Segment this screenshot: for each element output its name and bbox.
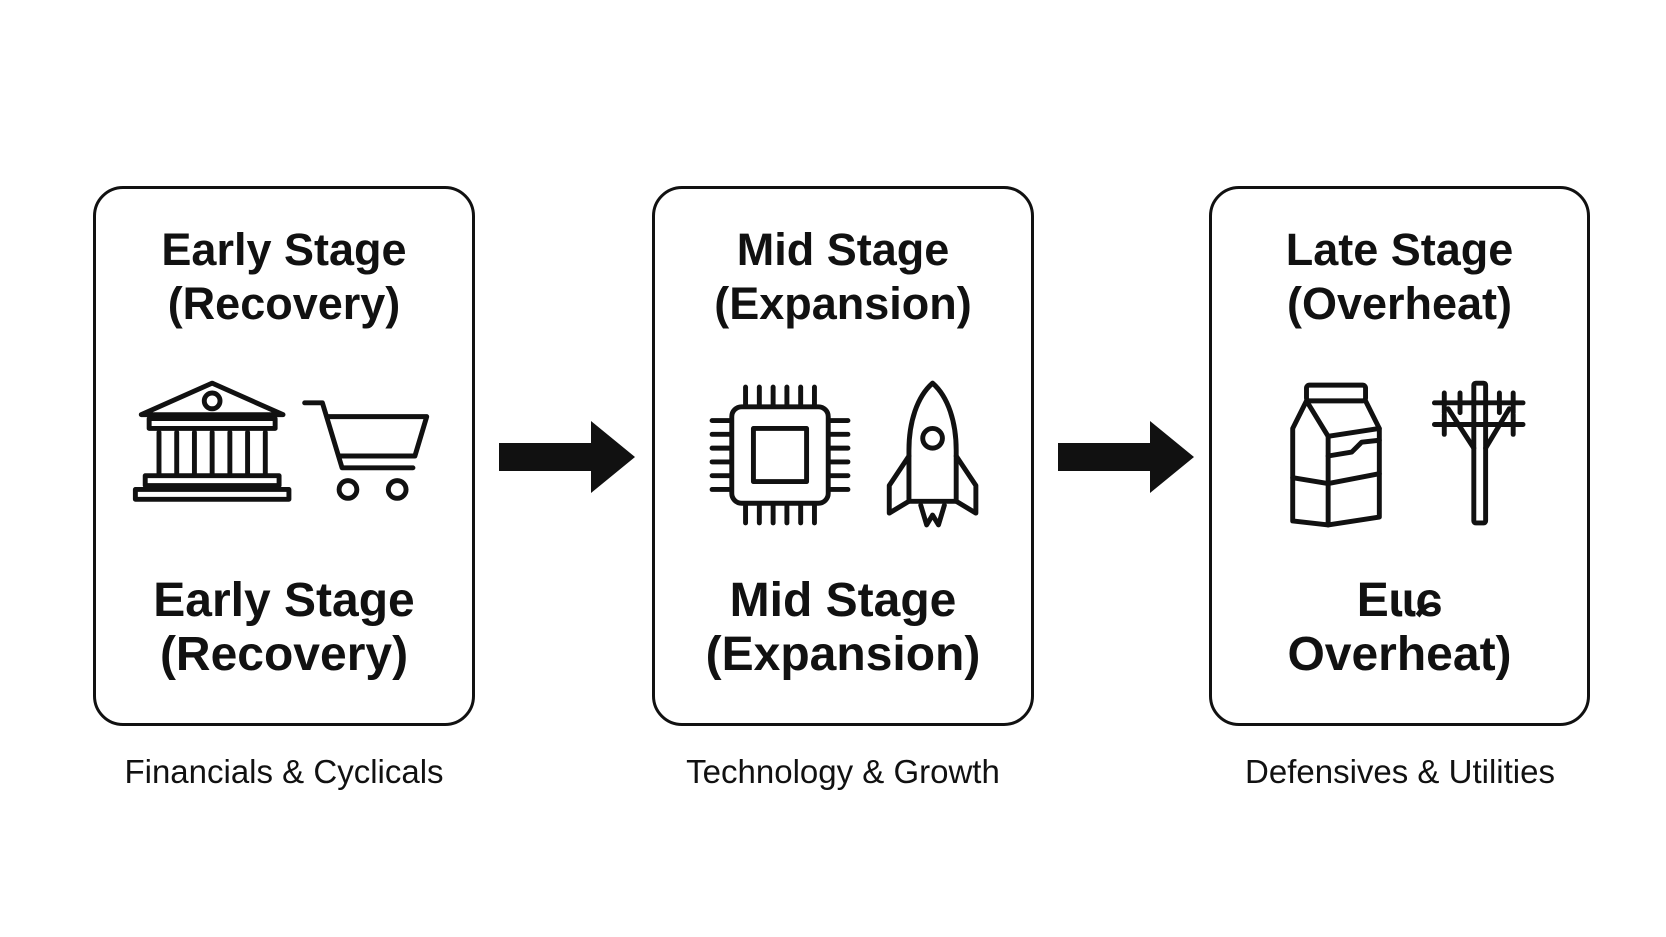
stage-icons-mid <box>709 380 979 528</box>
stage-title-early-line1: Early Stage <box>161 224 407 275</box>
stage-label-early-line2: (Recovery) <box>159 628 409 681</box>
stage-title-early-line2: (Recovery) <box>167 278 401 329</box>
stage-title-late-line2: (Overheat) <box>1286 278 1513 329</box>
stage-title-mid-line2: (Expansion) <box>714 278 972 329</box>
rocket-icon <box>886 380 979 528</box>
stage-label-early: Early Stage (Recovery) <box>96 574 472 682</box>
stage-title-early: Early Stage (Recovery) <box>96 223 472 331</box>
stage-title-late-line1: Late Stage <box>1285 224 1514 275</box>
stage-label-mid-line1: Mid Stage <box>729 574 957 627</box>
power-pole-icon <box>1431 380 1526 526</box>
stage-icons-early <box>132 380 430 502</box>
stage-label-late-line2: Overheat) <box>1287 628 1512 681</box>
stage-label-late-line1: Eɩɩɕ <box>1356 574 1443 627</box>
stage-label-mid-line2: (Expansion) <box>705 628 981 681</box>
shopping-cart-icon <box>302 400 430 501</box>
stage-box-late: Late Stage (Overheat) Eɩɩɕ Overheat) <box>1209 186 1590 726</box>
stage-box-early: Early Stage (Recovery) Early Stage (Reco… <box>93 186 475 726</box>
stage-icons-late <box>1290 380 1526 528</box>
right-arrow-icon <box>1058 421 1194 493</box>
stage-title-mid: Mid Stage (Expansion) <box>655 223 1031 331</box>
stage-label-early-line1: Early Stage <box>153 574 415 627</box>
microchip-icon <box>709 384 851 526</box>
right-arrow-icon <box>499 421 635 493</box>
stage-title-mid-line1: Mid Stage <box>736 224 950 275</box>
caption-late: Defensives & Utilities <box>1245 753 1555 790</box>
bank-icon <box>132 380 292 502</box>
stage-label-late: Eɩɩɕ Overheat) <box>1212 574 1587 682</box>
stage-box-mid: Mid Stage (Expansion) Mid S <box>652 186 1034 726</box>
caption-mid: Technology & Growth <box>686 753 1000 790</box>
stage-title-late: Late Stage (Overheat) <box>1212 223 1587 331</box>
stage-label-mid: Mid Stage (Expansion) <box>655 574 1031 682</box>
milk-carton-icon <box>1290 382 1382 528</box>
caption-early: Financials & Cyclicals <box>124 753 444 790</box>
